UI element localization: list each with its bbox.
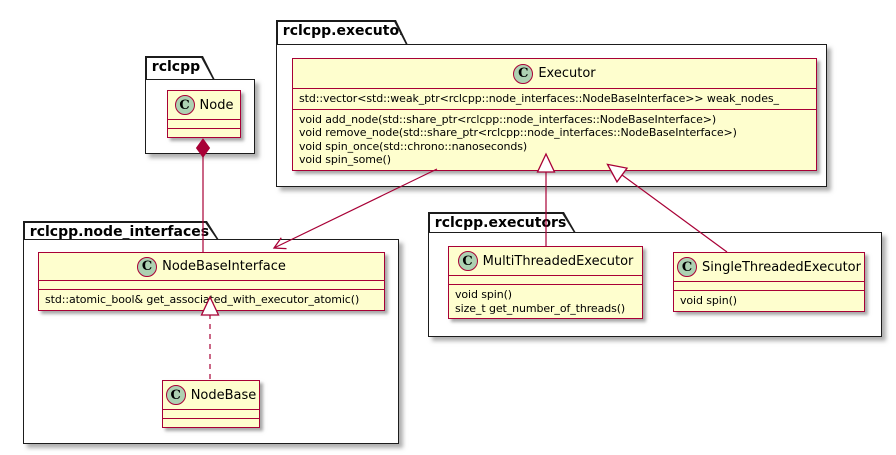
class-name: Executor (538, 66, 596, 81)
class-single-threaded-executor-header: C SingleThreadedExecutor (674, 253, 864, 282)
class-icon: C (165, 385, 186, 405)
class-executor-header: C Executor (293, 59, 816, 89)
class-node-base-interface-header: C NodeBaseInterface (39, 253, 384, 281)
class-node-base-interface: C NodeBaseInterface std::atomic_bool& ge… (38, 252, 385, 311)
class-icon: C (137, 256, 158, 277)
class-multi-threaded-executor-fields (449, 276, 642, 285)
class-node-base-interface-methods: std::atomic_bool& get_associated_with_ex… (39, 290, 384, 310)
method: void add_node(std::share_ptr<rclcpp::nod… (299, 112, 717, 126)
class-icon: C (677, 257, 698, 277)
class-node-base-header: C NodeBase (163, 381, 259, 410)
class-node-base-methods (163, 419, 259, 427)
class-name: NodeBaseInterface (162, 259, 286, 274)
method: void remove_node(std::share_ptr<rclcpp::… (299, 126, 737, 139)
package-tab-rclcpp: rclcpp (145, 56, 215, 80)
class-node-base-fields (163, 410, 259, 419)
class-single-threaded-executor-fields (674, 282, 864, 291)
package-title: rclcpp.executor (278, 22, 406, 45)
method: void spin() (680, 294, 737, 307)
class-name: NodeBase (190, 387, 257, 403)
package-tab-rclcpp-executor: rclcpp.executor (276, 20, 408, 45)
class-single-threaded-executor-methods: void spin() (674, 291, 864, 311)
method: size_t get_number_of_threads() (455, 301, 626, 315)
method: void spin_once(std::chrono::nanoseconds) (299, 139, 528, 153)
class-node: C Node (167, 90, 241, 138)
class-icon: C (513, 63, 534, 84)
package-title: rclcpp (147, 58, 213, 80)
package-tab-rclcpp-executors: rclcpp.executors (428, 212, 576, 233)
package-tab-rclcpp-node-interfaces: rclcpp.node_interfaces (23, 221, 219, 240)
class-multi-threaded-executor-methods: void spin() size_t get_number_of_threads… (449, 285, 642, 318)
class-executor-fields: std::vector<std::weak_ptr<rclcpp::node_i… (293, 89, 816, 110)
class-icon: C (457, 251, 478, 271)
class-node-methods (168, 129, 240, 137)
class-icon: C (174, 95, 195, 115)
class-multi-threaded-executor-header: C MultiThreadedExecutor (449, 247, 642, 276)
class-node-base-interface-fields (39, 281, 384, 290)
method: std::atomic_bool& get_associated_with_ex… (45, 293, 360, 306)
class-name: SingleThreadedExecutor (702, 259, 861, 275)
class-node-base: C NodeBase (162, 380, 260, 428)
field: std::vector<std::weak_ptr<rclcpp::node_i… (299, 92, 779, 105)
class-multi-threaded-executor: C MultiThreadedExecutor void spin() size… (448, 246, 643, 319)
class-node-fields (168, 120, 240, 129)
class-node-header: C Node (168, 91, 240, 120)
class-name: MultiThreadedExecutor (482, 253, 634, 269)
class-single-threaded-executor: C SingleThreadedExecutor void spin() (673, 252, 865, 312)
package-title: rclcpp.node_interfaces (25, 223, 217, 240)
package-title: rclcpp.executors (430, 214, 574, 233)
method: void spin() (455, 288, 512, 301)
class-executor-methods: void add_node(std::share_ptr<rclcpp::nod… (293, 110, 816, 170)
class-executor: C Executor std::vector<std::weak_ptr<rcl… (292, 58, 817, 171)
method: void spin_some() (299, 153, 391, 166)
class-name: Node (199, 97, 234, 113)
